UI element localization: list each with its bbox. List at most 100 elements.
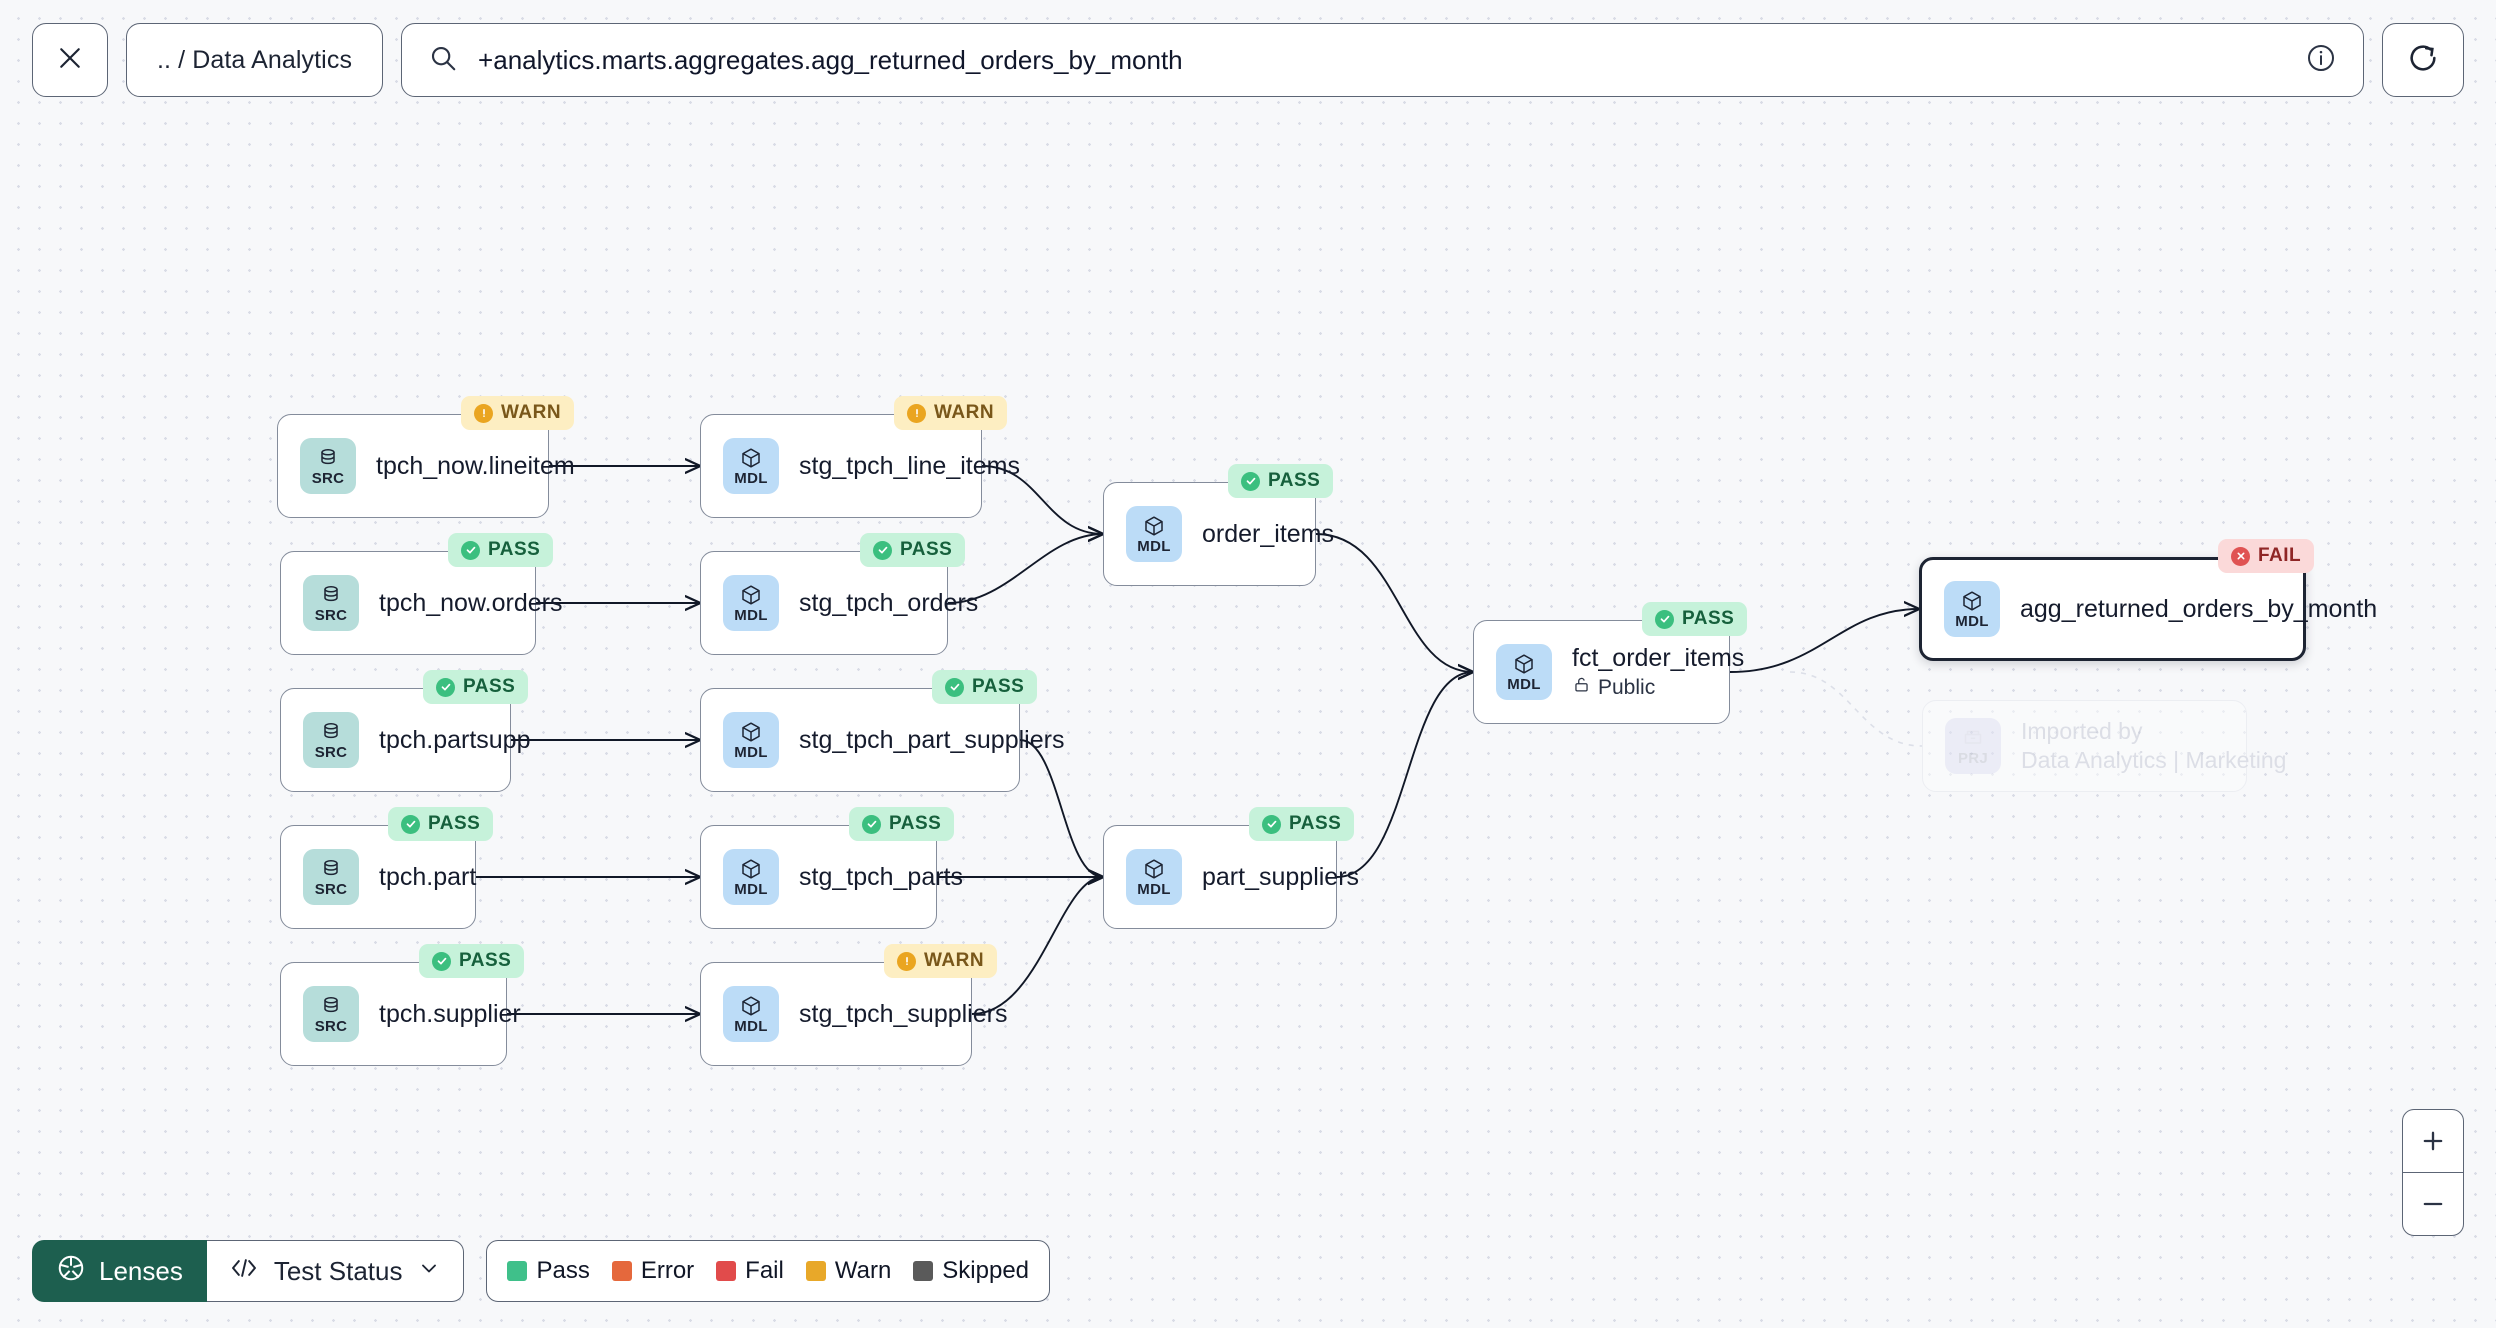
legend-item-pass[interactable]: Pass bbox=[507, 1257, 590, 1285]
node-title: order_items bbox=[1202, 519, 1334, 548]
mdl-type-icon: MDL bbox=[723, 986, 779, 1042]
lenses-control-group: Lenses Test Status bbox=[32, 1240, 465, 1302]
close-button[interactable] bbox=[32, 23, 108, 97]
status-badge-warn[interactable]: WARN bbox=[461, 396, 575, 430]
node-type-label: SRC bbox=[314, 744, 348, 761]
lineage-node-tpch_supplier[interactable]: SRC tpch.supplier bbox=[280, 962, 521, 1066]
node-title: tpch.part bbox=[379, 862, 477, 891]
node-body: tpch_now.orders bbox=[379, 589, 562, 618]
status-badge-label: PASS bbox=[459, 950, 512, 971]
status-badge-label: WARN bbox=[934, 402, 995, 423]
node-title: tpch.supplier bbox=[379, 999, 521, 1028]
search-query-text: +analytics.marts.aggregates.agg_returned… bbox=[478, 44, 1183, 75]
node-body: tpch.part bbox=[379, 863, 476, 892]
legend-swatch-icon bbox=[507, 1261, 528, 1281]
legend-label: Fail bbox=[745, 1257, 784, 1284]
chevron-down-icon bbox=[417, 1256, 441, 1287]
status-badge-label: WARN bbox=[501, 402, 562, 423]
legend-swatch-icon bbox=[913, 1261, 934, 1281]
status-badge-pass[interactable]: PASS bbox=[419, 944, 525, 978]
node-type-label: MDL bbox=[734, 607, 768, 624]
status-badge-pass[interactable]: PASS bbox=[849, 807, 955, 841]
legend-swatch-icon bbox=[805, 1261, 826, 1281]
legend-item-fail[interactable]: Fail bbox=[716, 1257, 784, 1285]
lineage-node-stg_tpch_orders[interactable]: MDL stg_tpch_orders bbox=[700, 551, 978, 655]
status-badge-pass[interactable]: PASS bbox=[448, 533, 554, 567]
node-type-label: MDL bbox=[734, 470, 768, 487]
status-badge-warn[interactable]: WARN bbox=[894, 396, 1008, 430]
legend-item-error[interactable]: Error bbox=[611, 1257, 694, 1285]
node-type-label: SRC bbox=[314, 1018, 348, 1035]
node-type-label: SRC bbox=[314, 881, 348, 898]
lineage-node-tpch_part[interactable]: SRC tpch.part bbox=[280, 825, 476, 929]
node-body: part_suppliers bbox=[1202, 863, 1359, 892]
status-badge-label: PASS bbox=[463, 676, 516, 697]
node-subtitle: Data Analytics | Marketing bbox=[2021, 747, 2287, 774]
legend-item-warn[interactable]: Warn bbox=[805, 1257, 891, 1285]
test-status-label: Test Status bbox=[273, 1255, 403, 1286]
status-badge-pass[interactable]: PASS bbox=[932, 670, 1038, 704]
lineage-node-stg_tpch_line_items[interactable]: MDL stg_tpch_line_items bbox=[700, 414, 1020, 518]
lineage-node-part_suppliers[interactable]: MDL part_suppliers bbox=[1103, 825, 1359, 929]
node-type-label: MDL bbox=[1137, 538, 1171, 555]
node-title: tpch.partsupp bbox=[379, 725, 531, 754]
mdl-type-icon: MDL bbox=[723, 575, 779, 631]
legend-item-skipped[interactable]: Skipped bbox=[913, 1257, 1029, 1285]
status-dot-icon bbox=[474, 403, 493, 423]
search-input[interactable]: +analytics.marts.aggregates.agg_returned… bbox=[401, 23, 2364, 97]
zoom-out-button[interactable] bbox=[2403, 1173, 2463, 1235]
mdl-type-icon: MDL bbox=[723, 438, 779, 494]
node-title: part_suppliers bbox=[1202, 862, 1360, 891]
lenses-button[interactable]: Lenses bbox=[32, 1240, 207, 1302]
prj-type-icon: PRJ bbox=[1945, 718, 2001, 774]
node-body: stg_tpch_orders bbox=[799, 589, 978, 618]
src-type-icon: SRC bbox=[303, 712, 359, 768]
node-title: tpch_now.orders bbox=[379, 588, 563, 617]
legend-swatch-icon bbox=[611, 1261, 632, 1281]
mdl-type-icon: MDL bbox=[1126, 849, 1182, 905]
status-badge-pass[interactable]: PASS bbox=[1642, 602, 1748, 636]
status-badge-pass[interactable]: PASS bbox=[423, 670, 529, 704]
lineage-node-tpch_now_orders[interactable]: SRC tpch_now.orders bbox=[280, 551, 562, 655]
legend-label: Skipped bbox=[942, 1257, 1030, 1284]
node-title: stg_tpch_line_items bbox=[799, 451, 1020, 480]
status-dot-icon bbox=[432, 951, 451, 971]
status-badge-label: WARN bbox=[924, 950, 985, 971]
node-body: stg_tpch_line_items bbox=[799, 452, 1020, 481]
node-body: order_items bbox=[1202, 520, 1334, 549]
info-circle-icon[interactable] bbox=[2305, 42, 2337, 79]
lineage-node-tpch_partsupp[interactable]: SRC tpch.partsupp bbox=[280, 688, 531, 792]
status-badge-pass[interactable]: PASS bbox=[860, 533, 966, 567]
status-badge-label: FAIL bbox=[2258, 545, 2302, 566]
status-badge-pass[interactable]: PASS bbox=[1249, 807, 1355, 841]
mdl-type-icon: MDL bbox=[723, 849, 779, 905]
node-type-label: MDL bbox=[734, 1018, 768, 1035]
zoom-in-button[interactable] bbox=[2403, 1110, 2463, 1172]
status-badge-fail[interactable]: FAIL bbox=[2218, 539, 2315, 573]
refresh-button[interactable] bbox=[2382, 23, 2464, 97]
status-badge-label: PASS bbox=[428, 813, 481, 834]
node-type-label: SRC bbox=[314, 607, 348, 624]
lenses-label: Lenses bbox=[99, 1255, 183, 1286]
test-status-dropdown[interactable]: Test Status bbox=[206, 1240, 465, 1302]
lineage-node-order_items[interactable]: MDL order_items bbox=[1103, 482, 1334, 586]
status-dot-icon bbox=[2231, 546, 2250, 566]
status-badge-pass[interactable]: PASS bbox=[388, 807, 494, 841]
breadcrumb[interactable]: .. / Data Analytics bbox=[126, 23, 384, 97]
node-title: stg_tpch_suppliers bbox=[799, 999, 1008, 1028]
node-type-label: MDL bbox=[734, 744, 768, 761]
status-badge-label: PASS bbox=[900, 539, 953, 560]
status-badge-pass[interactable]: PASS bbox=[1228, 464, 1334, 498]
node-type-label: MDL bbox=[1137, 881, 1171, 898]
status-badge-warn[interactable]: WARN bbox=[884, 944, 998, 978]
node-type-label: MDL bbox=[1955, 613, 1989, 630]
